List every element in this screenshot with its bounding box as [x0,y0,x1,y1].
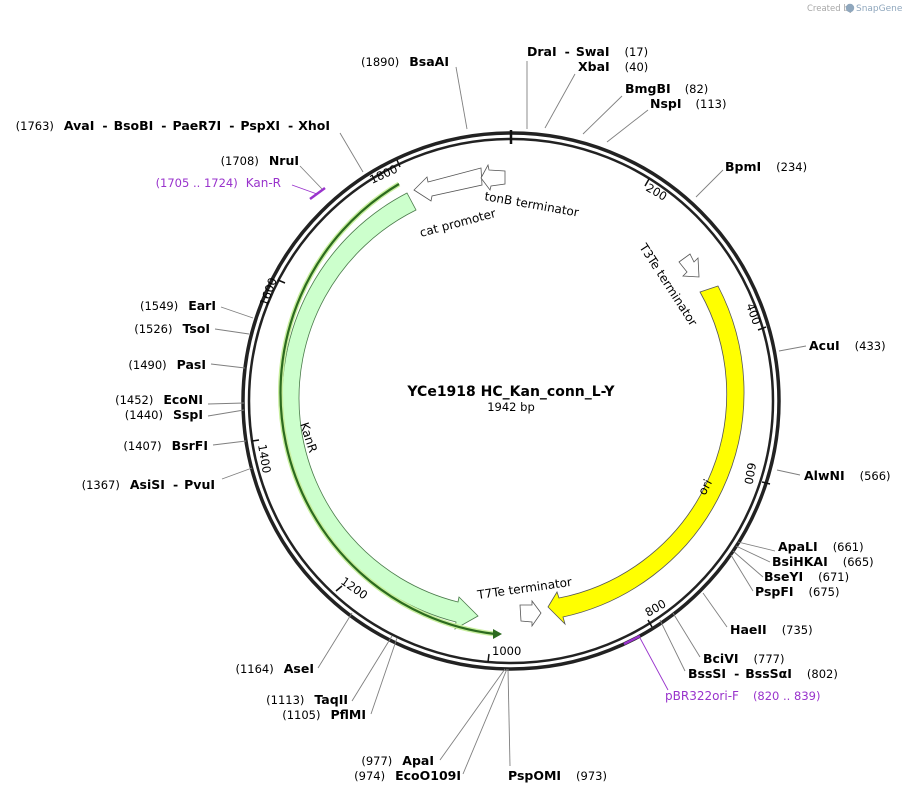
site-drai-swai[interactable]: DraI-SwaI(17) [527,44,648,59]
feature-t3te-terminator-label: T3Te terminator [636,240,700,328]
tick-1400-label: 1400 [255,443,274,474]
site-bsaai[interactable]: (1890)BsaAI [361,54,449,69]
feature-cat-promoter-label: cat promoter [418,206,497,240]
tick-1600-mark [277,279,286,284]
feature-tonb-terminator-label: tonB terminator [483,189,580,219]
site-bmgbi[interactable]: BmgBI(82) [625,81,708,96]
kanr-orf-line [278,181,496,637]
tick-200-mark [644,178,650,187]
site-leaders [207,61,807,775]
site-econi[interactable]: (1452)EcoNI [115,392,203,407]
plasmid-length: 1942 bp [487,400,535,414]
tick-800-mark [647,619,653,628]
feature-ori-label: ori [695,477,715,497]
site-nspi[interactable]: NspI(113) [650,96,726,111]
site-bseyi[interactable]: BseYI(671) [764,569,849,584]
site-pasi[interactable]: (1490)PasI [128,357,206,372]
site-acui[interactable]: AcuI(433) [809,338,886,353]
tick-600-mark [761,481,771,485]
feature-t7te-terminator [519,599,542,628]
tick-1400-mark [251,439,260,442]
primer-kan-r-mark [309,186,326,201]
feature-kanr [281,192,479,630]
plasmid-name: YCe1918 HC_Kan_conn_L-Y [406,384,615,400]
site-asisi-pvui[interactable]: (1367)AsiSI-PvuI [82,477,215,492]
site-taqii[interactable]: (1113)TaqII [266,692,348,707]
tick-1000-mark [487,653,490,663]
tick-1800-mark [396,159,401,168]
snapgene-logo-icon [845,3,855,13]
primer-pbr322ori-f-leader [639,637,669,691]
tick-1000-label: 1000 [492,644,521,658]
kanr-orf-arrowhead [493,629,502,639]
site-eari[interactable]: (1549)EarI [140,298,216,313]
site-haeii[interactable]: HaeII(735) [730,622,813,637]
primer-kan-r[interactable]: (1705 .. 1724)Kan-R [156,176,281,190]
site-pspfi[interactable]: PspFI(675) [755,584,839,599]
primer-pbr322ori-f-mark [623,634,641,646]
site-pflmi[interactable]: (1105)PflMI [282,707,366,722]
site-xbai[interactable]: XbaI(40) [578,59,648,74]
site-nrui[interactable]: (1708)NruI [221,153,299,168]
site-apai[interactable]: (977)ApaI [361,753,434,768]
site-bsihkai[interactable]: BsiHKAI(665) [772,554,874,569]
feature-t3te-terminator [678,253,700,278]
snapgene-brand-text: SnapGene [856,4,903,14]
site-tsoi[interactable]: (1526)TsoI [134,321,210,336]
primer-pbr322ori-f[interactable]: pBR322ori-F(820 .. 839) [665,689,820,703]
tick-marks [251,159,771,663]
site-bsrfi[interactable]: (1407)BsrFI [123,438,208,453]
tick-1600-label: 1600 [257,276,280,308]
kanr-orf-line-core [279,183,496,636]
tick-800-label: 800 [643,596,669,619]
site-pspomi[interactable]: PspOMI(973) [508,768,607,783]
site-ecoo109i[interactable]: (974)EcoO109I [354,768,461,783]
tick-600-label: 600 [741,461,759,485]
site-asei[interactable]: (1164)AseI [236,661,315,676]
feature-ori [547,285,745,626]
site-bpmi[interactable]: BpmI(234) [725,159,807,174]
feature-cat-promoter [413,167,483,202]
site-sspi[interactable]: (1440)SspI [125,407,203,422]
tick-1800-label: 1800 [367,162,399,187]
feature-tonb-terminator [480,163,506,191]
created-by-text: Created by [807,4,854,14]
primer-kan-r-leader [291,184,318,195]
site-bcivi[interactable]: BciVI(777) [703,651,784,666]
site-avai-group[interactable]: (1763)AvaI-BsoBI-PaeR7I-PspXI-XhoI [16,118,330,133]
site-apali[interactable]: ApaLI(661) [778,539,864,554]
tick-400-mark [757,326,767,331]
site-bsssi-bssss-ai[interactable]: BssSI-BssSαI(802) [688,666,838,681]
site-alwni[interactable]: AlwNI(566) [804,468,891,483]
tick-1200-mark [335,585,343,592]
